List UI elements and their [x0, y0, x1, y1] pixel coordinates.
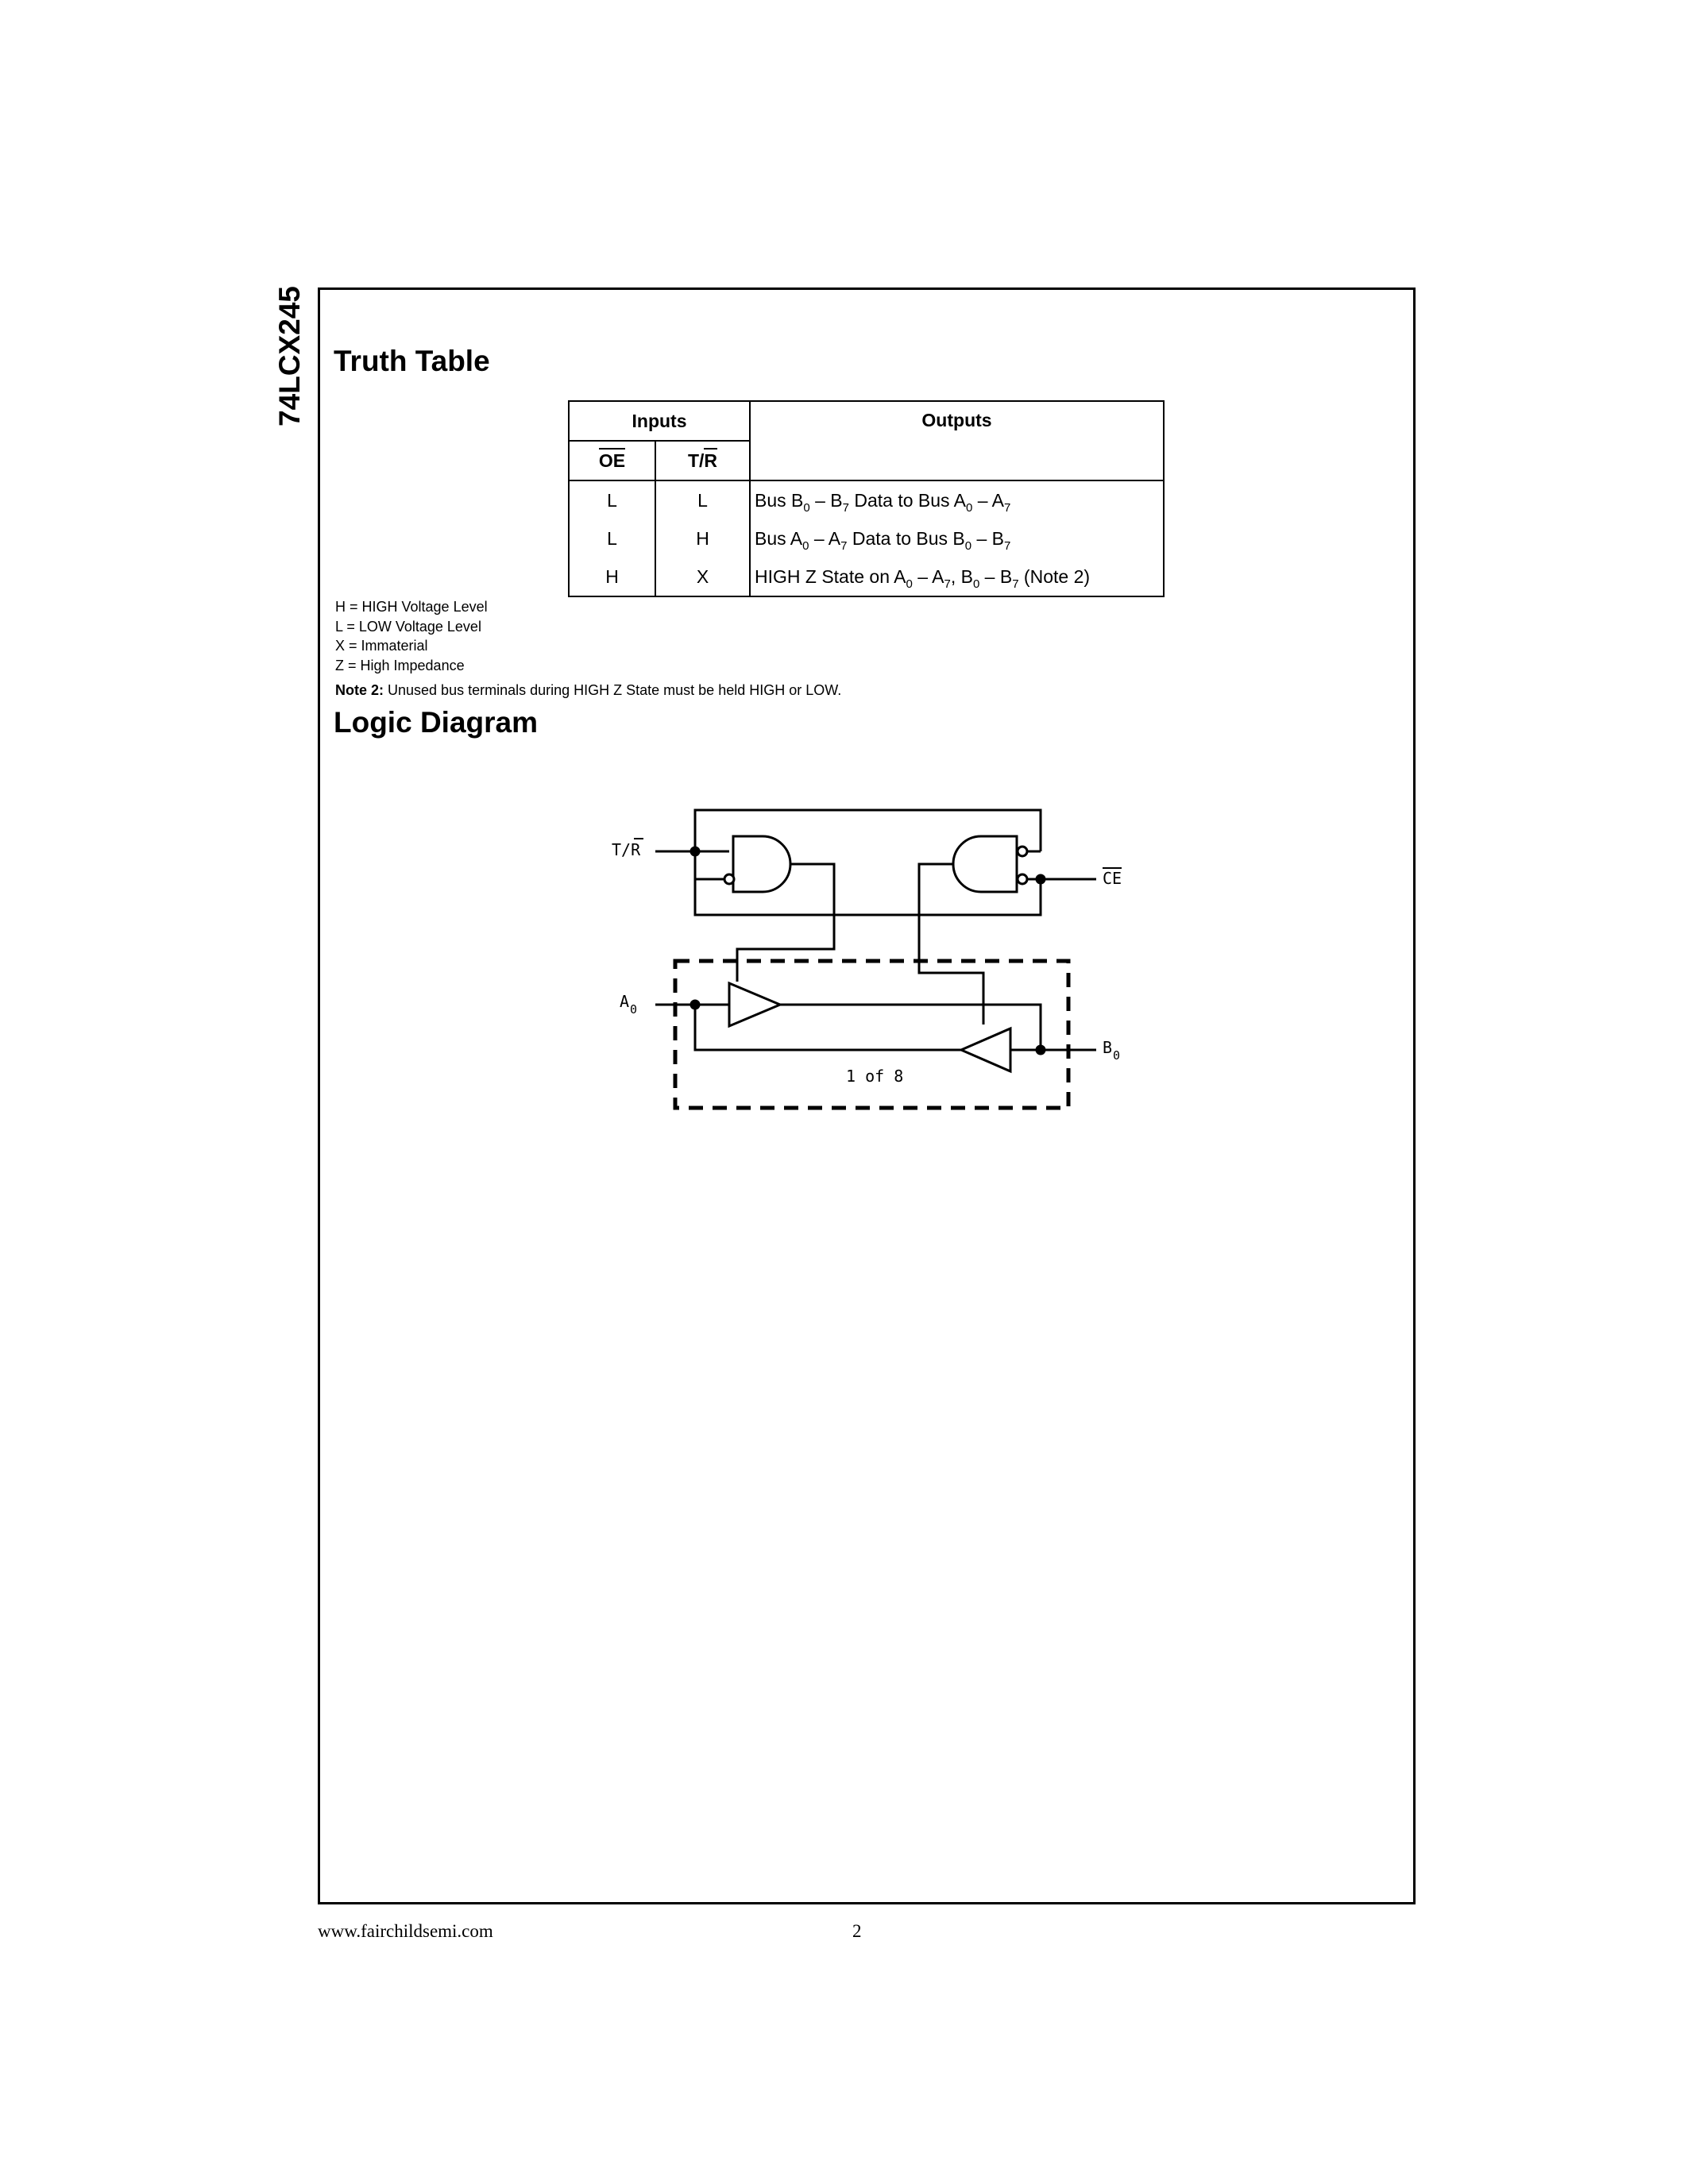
and-gate-left: [732, 835, 792, 893]
top-wire: [693, 808, 1042, 851]
oe-cell: H: [568, 558, 656, 597]
buffer-output-wire: [780, 1003, 1042, 1050]
legend-item: L = LOW Voltage Level: [335, 618, 481, 635]
and-gate-right: [952, 835, 1018, 893]
inverter-bubble: [723, 873, 736, 886]
count-label: 1 of 8: [846, 1067, 903, 1086]
side-part-number: 74LCX245: [273, 286, 306, 426]
legend-item: Z = High Impedance: [335, 657, 465, 673]
left-lower-wire: [693, 851, 729, 881]
oe-header: OE: [568, 440, 656, 481]
a0-return-wire: [693, 1005, 961, 1051]
content-frame: [318, 287, 1416, 1904]
junction-dot: [689, 846, 701, 857]
junction-dot: [1035, 1044, 1046, 1055]
inverter-bubble: [1016, 873, 1029, 886]
legend-item: H = HIGH Voltage Level: [335, 599, 488, 615]
buffer-right: [728, 981, 783, 1028]
legend-item: X = Immaterial: [335, 638, 428, 654]
junction-dot: [1035, 874, 1046, 885]
tr-cell: X: [655, 558, 751, 597]
dashed-enclosure: [673, 959, 1071, 1110]
table-row: L L Bus B0 – B7 Data to Bus A0 – A7: [568, 480, 1165, 519]
logic-diagram: T/R CE A 0 B 0 1 of 8: [612, 808, 1122, 1110]
ce-label: CE: [1103, 869, 1122, 888]
tr-cell: L: [655, 480, 751, 519]
truth-table-heading: Truth Table: [334, 345, 490, 377]
inverter-bubble: [1016, 845, 1029, 858]
table-row: L H Bus A0 – A7 Data to Bus B0 – B7: [568, 519, 1165, 558]
footer-url: www.fairchildsemi.com: [318, 1921, 493, 1941]
buffer-left: [958, 1026, 1012, 1074]
tr-header: T/R: [655, 440, 751, 481]
b0-subscript: 0: [1113, 1048, 1120, 1063]
legend: H = HIGH Voltage Level L = LOW Voltage L…: [335, 597, 488, 675]
note-text: Unused bus terminals during HIGH Z State…: [384, 682, 842, 698]
a0-subscript: 0: [630, 1002, 637, 1017]
truth-table: Inputs Outputs OE T/R L L Bus B0 – B7 Da…: [568, 400, 1165, 597]
bottom-wire: [693, 851, 1042, 916]
right-gate-output-wire: [917, 862, 985, 1024]
tr-cell: H: [655, 519, 751, 558]
tr-label: T/R: [612, 840, 641, 859]
note: Note 2: Unused bus terminals during HIGH…: [335, 681, 841, 700]
oe-cell: L: [568, 480, 656, 519]
logic-diagram-heading: Logic Diagram: [334, 706, 538, 739]
page-number: 2: [852, 1921, 862, 1941]
note-label: Note 2:: [335, 682, 384, 698]
oe-cell: L: [568, 519, 656, 558]
inputs-header: Inputs: [568, 400, 751, 442]
output-cell: Bus B0 – B7 Data to Bus A0 – A7: [749, 480, 1165, 519]
outputs-header: Outputs: [749, 400, 1165, 481]
output-cell: Bus A0 – A7 Data to Bus B0 – B7: [749, 519, 1165, 558]
table-row: H X HIGH Z State on A0 – A7, B0 – B7 (No…: [568, 558, 1165, 597]
b0-label: B: [1103, 1038, 1112, 1057]
output-cell: HIGH Z State on A0 – A7, B0 – B7 (Note 2…: [749, 558, 1165, 597]
a0-label: A: [620, 992, 629, 1011]
